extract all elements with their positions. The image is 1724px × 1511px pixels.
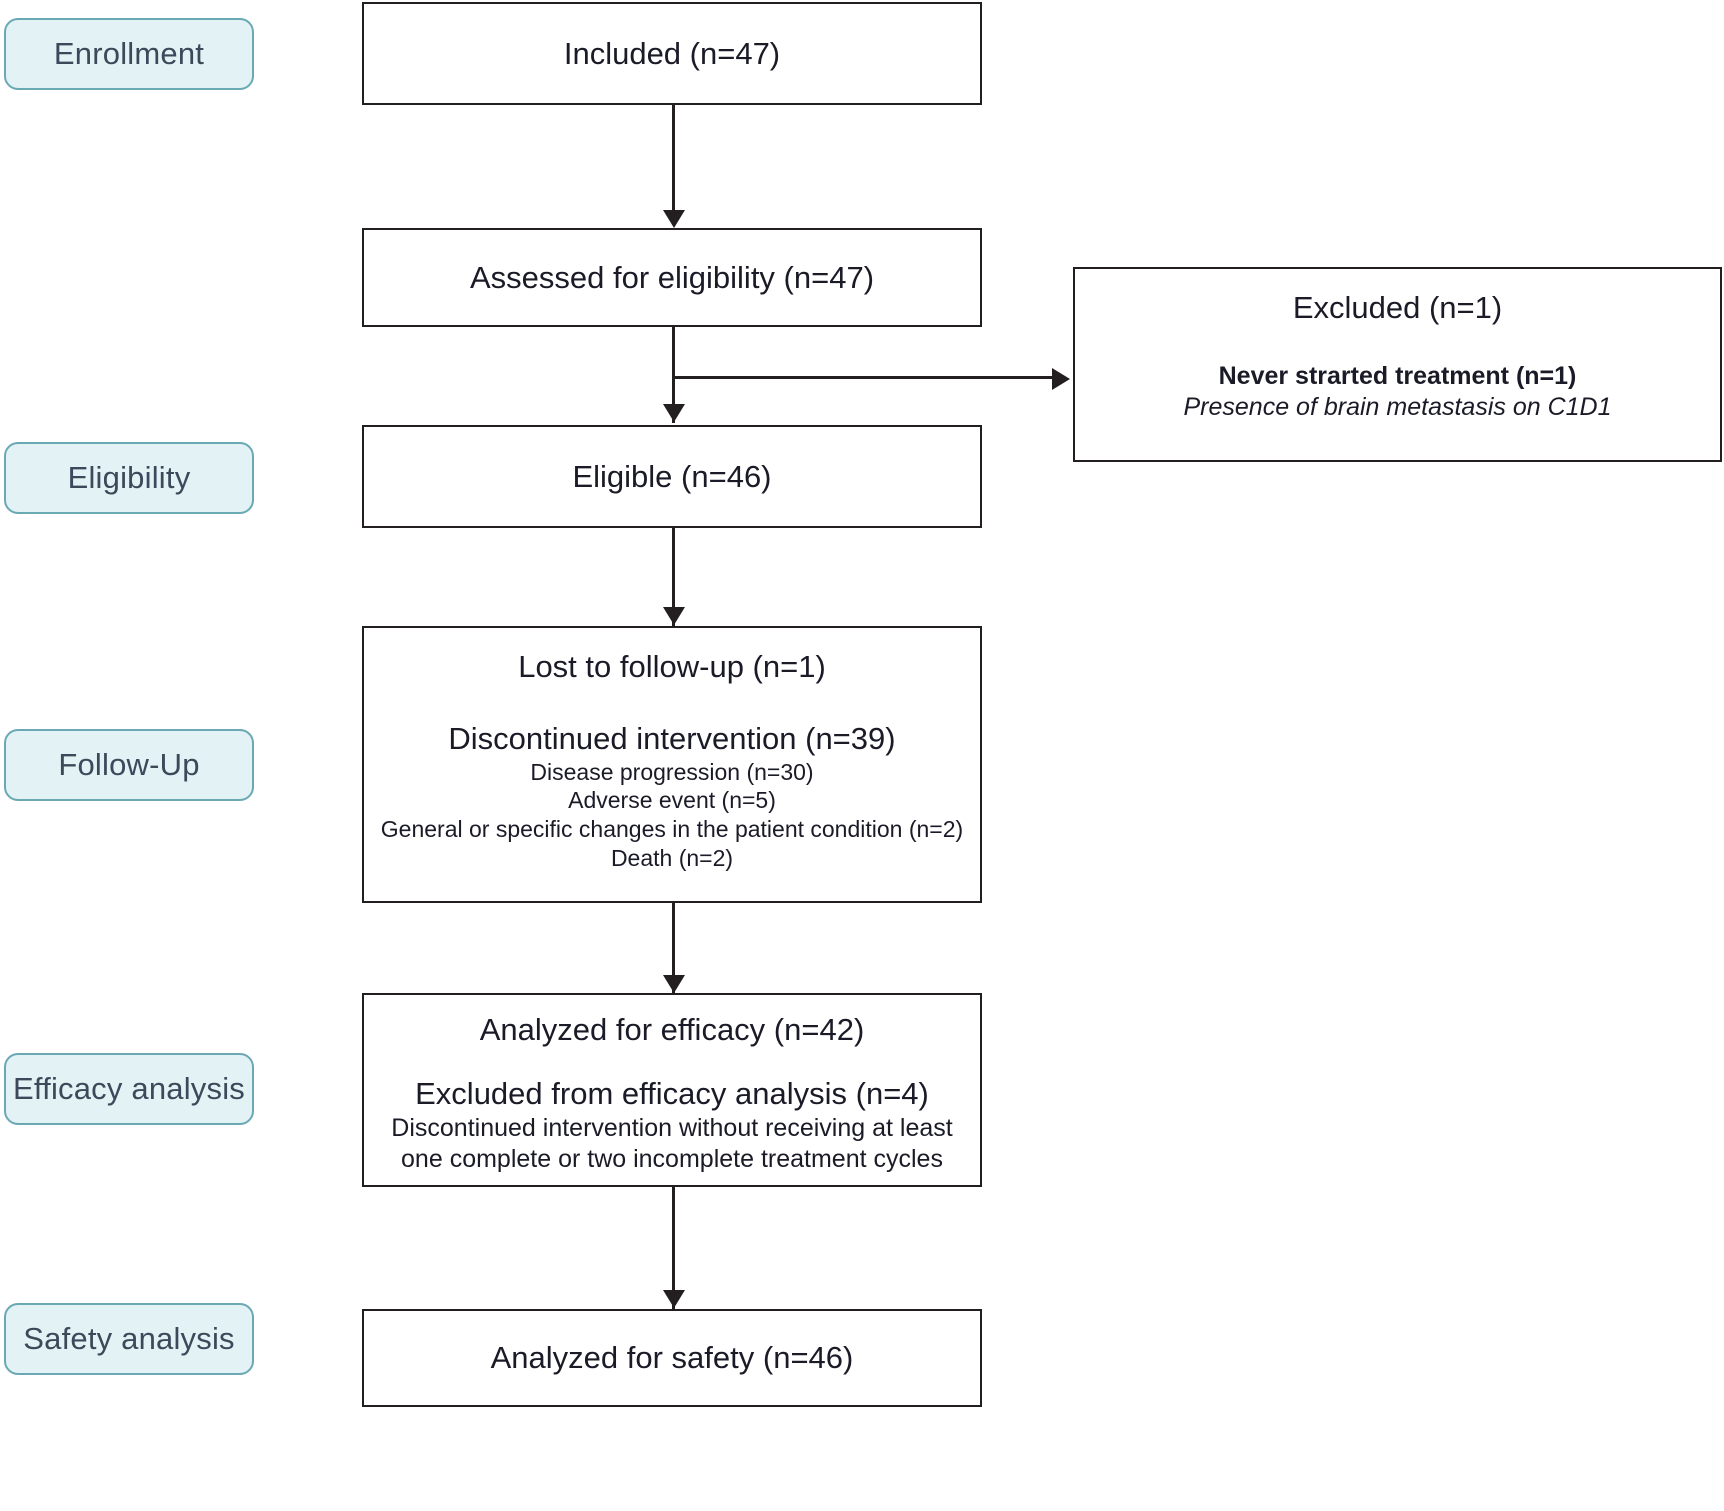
box-followup-reason-death: Death (n=2) [610, 844, 734, 871]
box-included: Included (n=47) [362, 2, 982, 105]
box-efficacy-analyzed: Analyzed for efficacy (n=42) [479, 1012, 865, 1047]
stage-label-text: Enrollment [53, 35, 205, 71]
box-followup-lost: Lost to follow-up (n=1) [518, 649, 826, 684]
box-followup-discontinued: Discontinued intervention (n=39) [448, 720, 896, 756]
arrowhead-assessed-to-eligible [663, 404, 685, 422]
stage-label-text: Follow-Up [58, 746, 200, 782]
box-efficacy-excluded-title: Excluded from efficacy analysis (n=4) [415, 1075, 929, 1111]
connector-included-to-assessed [672, 105, 675, 213]
box-included-title: Included (n=47) [563, 35, 781, 71]
box-safety-title: Analyzed for safety (n=46) [490, 1340, 854, 1376]
arrowhead-included-to-assessed [663, 210, 685, 228]
arrowhead-followup-to-efficacy [663, 975, 685, 993]
box-eligible-title: Eligible (n=46) [572, 458, 772, 494]
stage-label-safety-analysis: Safety analysis [4, 1303, 254, 1375]
connector-efficacy-to-safety [672, 1187, 675, 1309]
stage-label-efficacy-analysis: Efficacy analysis [4, 1053, 254, 1125]
stage-label-follow-up: Follow-Up [4, 729, 254, 801]
stage-label-text: Efficacy analysis [13, 1070, 245, 1106]
connector-assessed-to-excluded [672, 376, 1054, 379]
stage-label-text: Eligibility [67, 459, 191, 495]
stage-label-enrollment: Enrollment [4, 18, 254, 90]
box-excluded: Excluded (n=1) Never strarted treatment … [1073, 267, 1722, 462]
connector-assessed-to-eligible [672, 327, 675, 423]
box-excluded-reason-bold: Never strarted treatment (n=1) [1218, 361, 1577, 390]
arrowhead-eligible-to-followup [663, 607, 685, 625]
box-assessed-for-eligibility: Assessed for eligibility (n=47) [362, 228, 982, 327]
box-efficacy-analysis: Analyzed for efficacy (n=42) Excluded fr… [362, 993, 982, 1187]
box-efficacy-excluded-reason-line2: one complete or two incomplete treatment… [401, 1144, 943, 1173]
box-excluded-title: Excluded (n=1) [1292, 290, 1503, 325]
box-followup-reason-disease-progression: Disease progression (n=30) [530, 758, 814, 785]
arrowhead-efficacy-to-safety [663, 1290, 685, 1308]
stage-label-text: Safety analysis [23, 1320, 235, 1356]
box-assessed-title: Assessed for eligibility (n=47) [469, 259, 875, 295]
box-followup-reason-patient-condition: General or specific changes in the patie… [380, 816, 964, 843]
connector-eligible-to-followup [672, 528, 675, 626]
box-followup-reason-adverse-event: Adverse event (n=5) [568, 787, 776, 814]
arrowhead-assessed-to-excluded [1052, 368, 1070, 390]
box-follow-up: Lost to follow-up (n=1) Discontinued int… [362, 626, 982, 903]
connector-followup-to-efficacy [672, 903, 675, 995]
box-eligible: Eligible (n=46) [362, 425, 982, 528]
box-efficacy-excluded-reason-line1: Discontinued intervention without receiv… [391, 1113, 953, 1142]
stage-label-eligibility: Eligibility [4, 442, 254, 514]
box-safety-analysis: Analyzed for safety (n=46) [362, 1309, 982, 1407]
box-excluded-reason-italic: Presence of brain metastasis on C1D1 [1183, 393, 1612, 422]
